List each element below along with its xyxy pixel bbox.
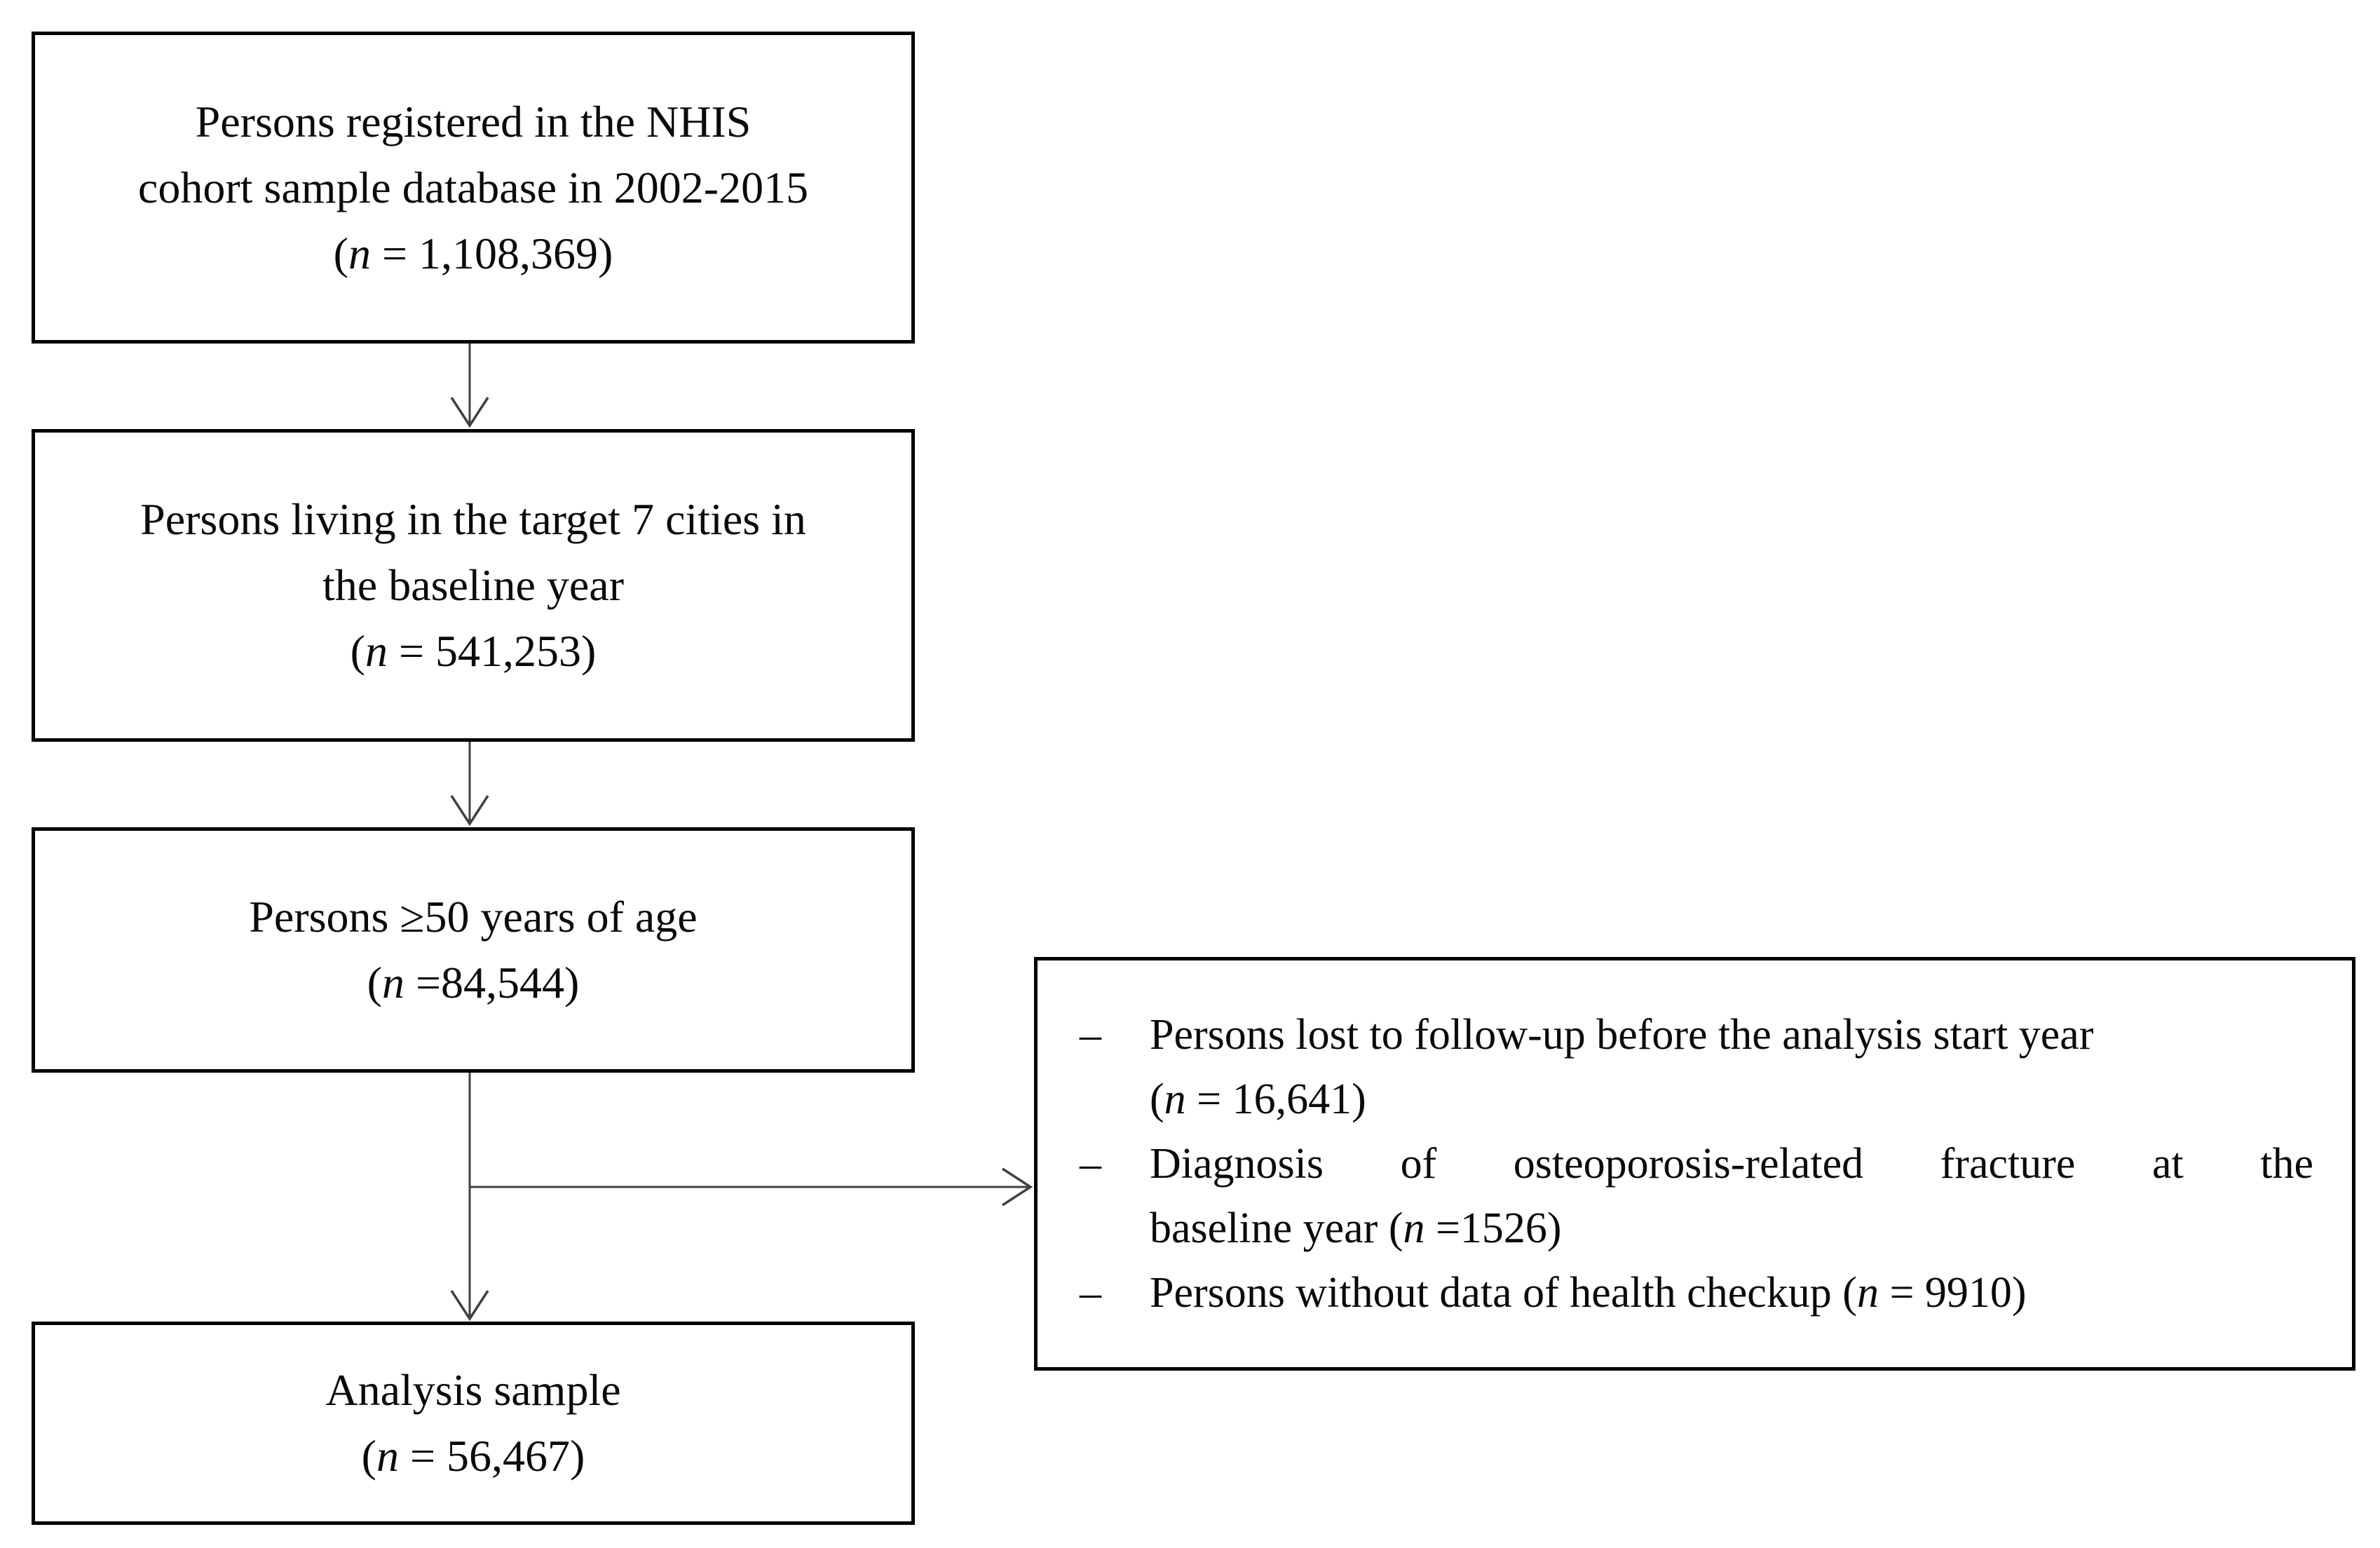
arrow-down-2: [450, 740, 489, 827]
exclusion-item: – Persons without data of health checkup…: [1080, 1261, 2313, 1325]
box-sample-size: (n = 541,253): [350, 626, 597, 676]
dash-bullet: –: [1080, 1269, 1101, 1317]
arrow-down-1: [450, 342, 489, 428]
exclusion-sample-size: (n = 16,641): [1150, 1075, 1366, 1123]
box-text-line: cohort sample database in 2002-2015: [137, 162, 809, 212]
box-sample-size: (n = 1,108,369): [333, 228, 613, 278]
box-analysis-sample: Analysis sample (n = 56,467): [32, 1322, 915, 1525]
dash-bullet: –: [1080, 1140, 1101, 1188]
box-age-50-plus: Persons ≥50 years of age (n =84,544): [32, 827, 915, 1073]
box-nhis-cohort: Persons registered in the NHIS cohort sa…: [32, 32, 915, 344]
exclusion-item: – Persons lost to follow-up before the a…: [1080, 1003, 2313, 1132]
exclusion-item-text: Persons lost to follow-up before the ana…: [1150, 1003, 2313, 1132]
box-text-line: the baseline year: [322, 560, 624, 610]
box-sample-size: (n =84,544): [367, 958, 580, 1007]
box-text-line: Persons registered in the NHIS: [195, 96, 752, 147]
exclusion-line: Persons lost to follow-up before the ana…: [1150, 1011, 2094, 1059]
box-sample-size: (n = 56,467): [361, 1431, 585, 1481]
dash-bullet: –: [1080, 1011, 1101, 1059]
box-target-cities: Persons living in the target 7 cities in…: [32, 429, 915, 742]
arrow-down-3: [450, 1071, 489, 1322]
exclusion-item-text: Persons without data of health checkup (…: [1150, 1261, 2313, 1325]
exclusion-line: Persons without data of health checkup (…: [1150, 1269, 2027, 1317]
box-text-line: Persons living in the target 7 cities in: [140, 494, 806, 544]
box-text-line: Analysis sample: [325, 1365, 621, 1415]
box-text-line: Persons ≥50 years of age: [249, 892, 698, 942]
arrow-right-exclusions: [470, 1167, 1033, 1207]
box-exclusions: – Persons lost to follow-up before the a…: [1034, 957, 2355, 1371]
exclusion-item-text: Diagnosis of osteoporosis-related fractu…: [1150, 1132, 2313, 1261]
exclusion-line: Diagnosis of osteoporosis-related fractu…: [1150, 1140, 2313, 1188]
exclusion-sample-size: baseline year (n =1526): [1150, 1204, 1562, 1252]
exclusion-item: – Diagnosis of osteoporosis-related frac…: [1080, 1132, 2313, 1261]
